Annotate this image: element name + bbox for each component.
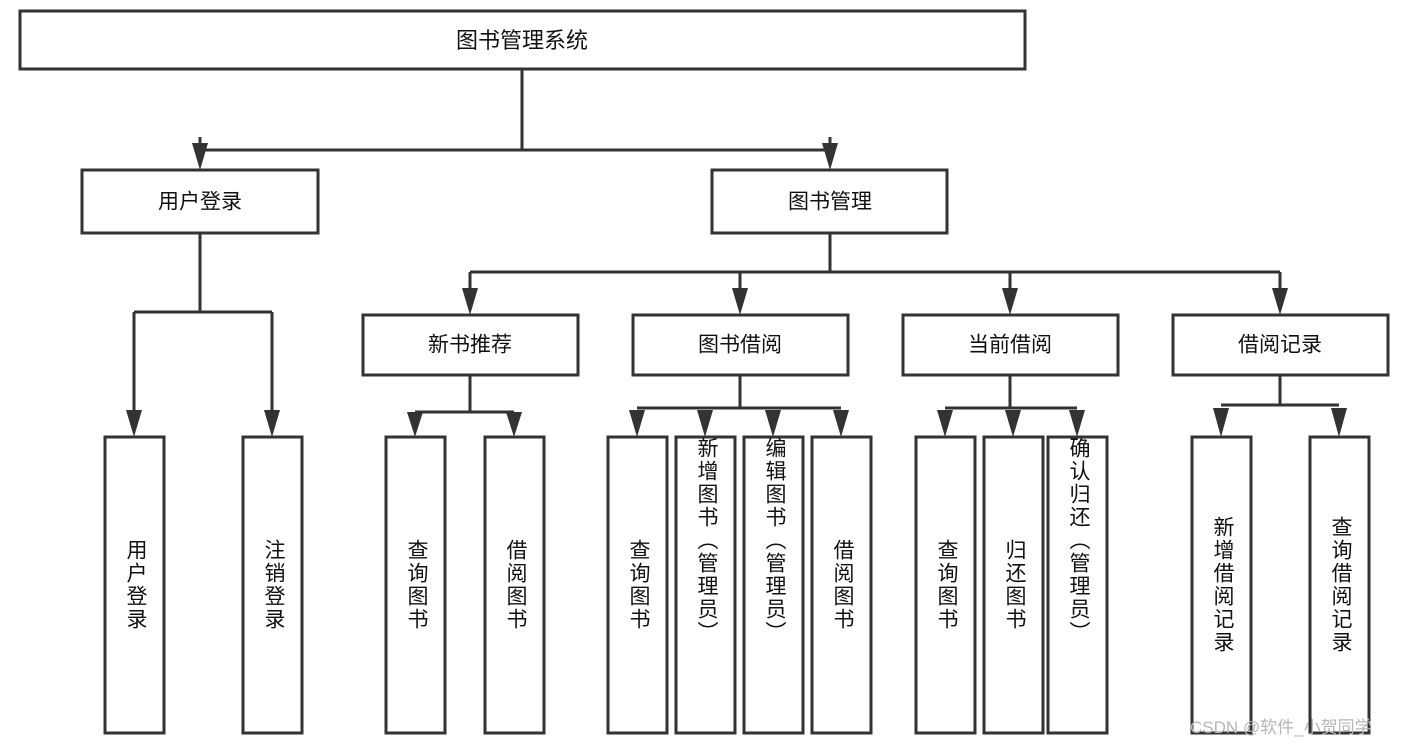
root-label: 图书管理系统 <box>456 28 588 53</box>
arrow-head-leaf-query-record <box>1331 408 1347 437</box>
node-book-borrow[interactable]: 图书借阅 <box>631 313 850 377</box>
leaf-box-logout[interactable] <box>241 435 304 735</box>
arrow-head-borrow-record <box>1272 288 1288 315</box>
leaf-box-layer <box>103 435 1371 735</box>
leaf-box-confirm-return[interactable] <box>1046 435 1109 735</box>
leaf-box-edit-book[interactable] <box>742 435 805 735</box>
arrow-head-current-borrow <box>1002 288 1018 315</box>
csdn-watermark: CSDN @软件_小贺同学 <box>1190 718 1372 737</box>
borrow-record-label: 借阅记录 <box>1238 334 1322 357</box>
arrow-head-leaf-borrow-book-2 <box>833 410 849 437</box>
leaf-box-query-book-1[interactable] <box>384 435 447 735</box>
current-borrow-box[interactable] <box>901 313 1120 377</box>
arrow-head-leaf-borrow-book-1 <box>506 412 522 437</box>
borrow-record-box[interactable] <box>1171 313 1390 377</box>
leaf-box-query-book-2[interactable] <box>606 435 669 735</box>
arrow-head-leaf-add-record <box>1213 408 1229 437</box>
arrow-head-leaf-query-book-2 <box>629 410 645 437</box>
leaf-box-return-book[interactable] <box>982 435 1045 735</box>
leaf-box-query-book-3[interactable] <box>914 435 977 735</box>
node-current-borrow[interactable]: 当前借阅 <box>901 313 1120 377</box>
leaf-box-add-book[interactable] <box>674 435 737 735</box>
current-borrow-label: 当前借阅 <box>968 334 1052 357</box>
leaf-box-add-borrow-record[interactable] <box>1190 435 1253 735</box>
leaf-box-borrow-book-2[interactable] <box>810 435 873 735</box>
arrow-head-leaf-edit-book <box>765 410 781 437</box>
book-management-box[interactable] <box>710 168 949 235</box>
arrow-head-leaf-return-book <box>1005 410 1021 437</box>
arrow-head-leaf-user-login <box>126 410 142 437</box>
new-book-recommend-box[interactable] <box>361 313 580 377</box>
book-borrow-label: 图书借阅 <box>698 334 782 357</box>
node-root[interactable]: 图书管理系统 <box>18 9 1027 71</box>
arrow-head-leaf-logout <box>264 410 280 437</box>
connector-layer <box>126 69 1347 437</box>
node-new-book-recommend[interactable]: 新书推荐 <box>361 313 580 377</box>
book-borrow-box[interactable] <box>631 313 850 377</box>
arrow-head-leaf-confirm-return <box>1069 410 1085 437</box>
user-login-label: 用户登录 <box>158 191 242 214</box>
arrow-head-leaf-add-book <box>697 410 713 437</box>
leaf-box-borrow-book-1[interactable] <box>483 435 546 735</box>
leaf-box-query-borrow-record[interactable] <box>1308 435 1371 735</box>
arrow-head-new-book-rec <box>462 288 478 315</box>
new-book-recommend-label: 新书推荐 <box>428 334 512 357</box>
node-book-management[interactable]: 图书管理 <box>710 168 949 235</box>
arrow-head-book-borrow <box>732 288 748 315</box>
node-user-login[interactable]: 用户登录 <box>80 168 320 235</box>
root-box[interactable] <box>18 9 1027 71</box>
leaf-box-user-login[interactable] <box>103 435 166 735</box>
node-borrow-record[interactable]: 借阅记录 <box>1171 313 1390 377</box>
arrow-head-user-login <box>192 143 208 170</box>
book-management-label: 图书管理 <box>788 191 872 214</box>
arrow-head-book-mgmt <box>822 143 838 170</box>
arrow-head-leaf-query-book-1 <box>407 412 423 437</box>
arrow-head-leaf-query-book-3 <box>937 410 953 437</box>
user-login-box[interactable] <box>80 168 320 235</box>
